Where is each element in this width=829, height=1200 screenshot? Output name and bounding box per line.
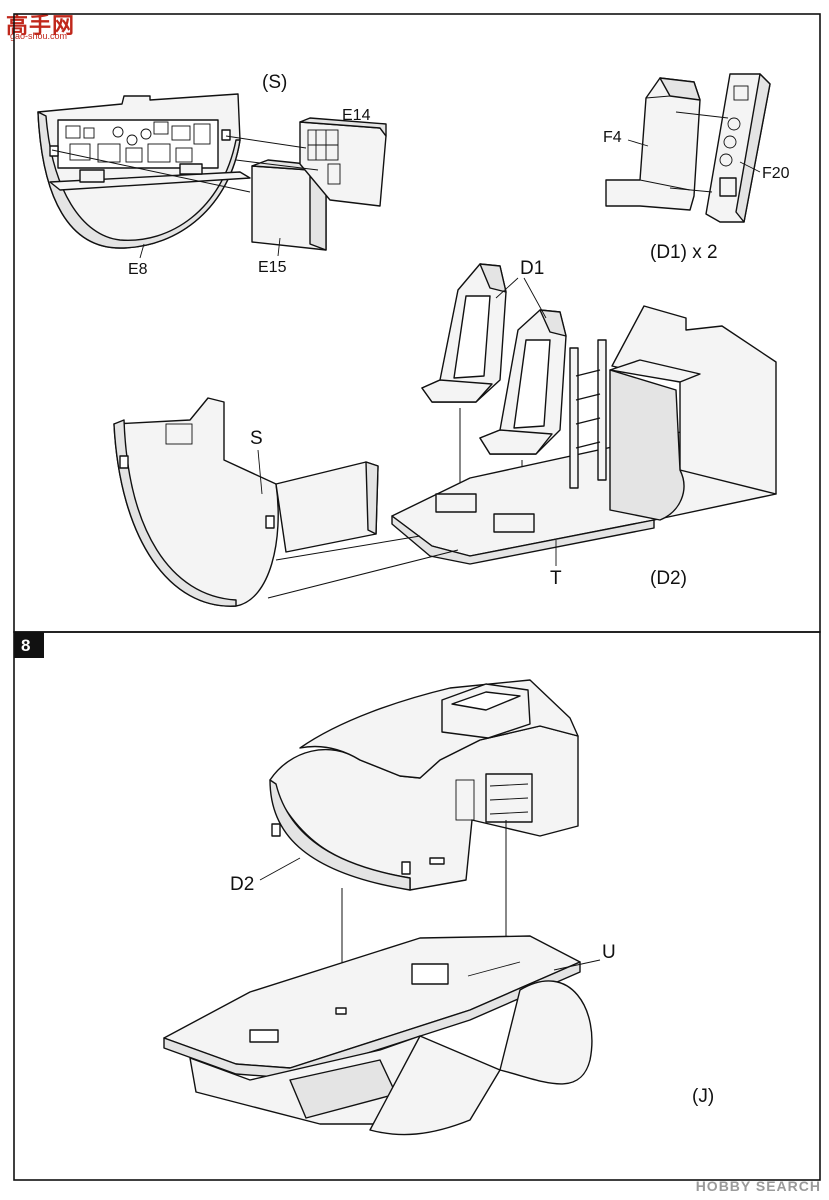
label-S: S: [250, 428, 263, 449]
label-D2-subassembly: (D2): [650, 568, 687, 589]
site-logo: 高手网: [6, 13, 76, 38]
label-D1: D1: [520, 258, 544, 279]
part-D2-bulkhead: [569, 305, 777, 521]
watermark: HOBBY SEARCH: [695, 1178, 821, 1194]
part-E8-instrument-panel: [37, 93, 251, 249]
part-S-cockpit-front: [113, 397, 379, 607]
label-E15: E15: [258, 259, 287, 276]
label-F4: F4: [603, 129, 622, 146]
label-J: (J): [692, 1086, 714, 1107]
label-E14: E14: [342, 107, 371, 124]
part-E14: [299, 117, 387, 207]
site-logo-subtext: gao-shou.com: [10, 31, 68, 41]
label-E8: E8: [128, 261, 148, 278]
part-F4: [605, 77, 701, 211]
label-subassembly-S: (S): [262, 72, 287, 93]
label-D1-count: (D1) x 2: [650, 242, 718, 263]
step-8-badge: [14, 632, 44, 658]
label-U: U: [602, 942, 616, 963]
label-F20: F20: [762, 165, 790, 182]
part-F20: [705, 73, 771, 223]
step-8-frame: [13, 631, 821, 1181]
part-U-hull: [163, 935, 593, 1136]
part-D2-assembled: [269, 679, 579, 891]
part-D1-seat-right: [479, 309, 567, 455]
label-D2: D2: [230, 874, 254, 895]
label-T: T: [550, 568, 562, 589]
step-8-number: 8: [21, 636, 30, 655]
part-D1-seat-left: [421, 263, 507, 403]
